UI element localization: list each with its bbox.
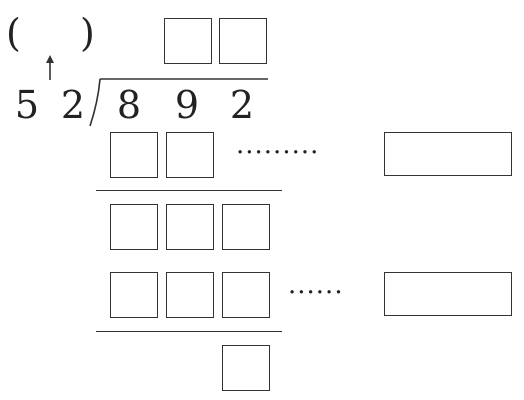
- product1-box-1[interactable]: [110, 132, 158, 178]
- remainder1-box-3[interactable]: [222, 204, 270, 250]
- dotted-leader-1: ·········: [236, 138, 320, 168]
- long-division-bracket-icon: [89, 78, 268, 127]
- close-paren: ): [80, 11, 95, 55]
- remainder1-box-2[interactable]: [166, 204, 214, 250]
- product2-box-3[interactable]: [222, 272, 270, 318]
- explanation-box-2[interactable]: [384, 272, 512, 316]
- dotted-leader-2: ······: [288, 278, 344, 308]
- subtraction-line-2: [96, 331, 282, 332]
- product2-box-1[interactable]: [110, 272, 158, 318]
- product1-box-2[interactable]: [166, 132, 214, 178]
- subtraction-line-1: [96, 190, 282, 191]
- open-paren: (: [6, 11, 21, 55]
- up-arrow-icon: [46, 55, 54, 80]
- divisor-digit-1: 5: [14, 83, 40, 127]
- divisor-digit-2: 2: [60, 83, 86, 127]
- dividend-digit-1: 8: [116, 83, 142, 127]
- explanation-box-1[interactable]: [384, 132, 512, 176]
- quotient-tens-box[interactable]: [164, 18, 212, 64]
- quotient-ones-box[interactable]: [219, 18, 267, 64]
- product2-box-2[interactable]: [166, 272, 214, 318]
- dividend-digit-2: 9: [174, 83, 200, 127]
- final-remainder-box[interactable]: [222, 345, 270, 391]
- remainder1-box-1[interactable]: [110, 204, 158, 250]
- dividend-digit-3: 2: [229, 83, 255, 127]
